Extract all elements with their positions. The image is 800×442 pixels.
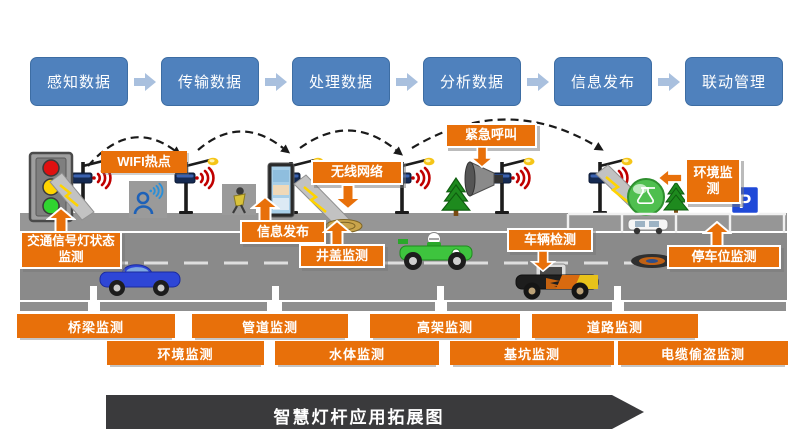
- flow-arrow-icon: [652, 71, 685, 93]
- wireless-link-arcs: [87, 118, 597, 167]
- bar-environment-monitor: 环境监测: [107, 341, 264, 365]
- traffic-signal-monitor-label: 交通信号灯状态监测: [20, 231, 122, 269]
- road-segment-ticks: [90, 286, 621, 303]
- pointer-down-icon: [529, 250, 557, 272]
- traffic-light-icon: [28, 151, 74, 223]
- bar-pipeline-monitor: 管道监测: [192, 314, 348, 338]
- flow-step-publish: 信息发布: [554, 57, 652, 106]
- flow-arrow-icon: [521, 71, 554, 93]
- pointer-up-icon: [702, 221, 732, 247]
- flow-arrow-icon: [259, 71, 292, 93]
- flow-arrow-icon: [128, 71, 161, 93]
- cable-ramp-icon: [49, 172, 95, 221]
- wifi-user-icon: [129, 181, 167, 218]
- footer-arrow: [106, 395, 644, 429]
- pointer-up-icon: [322, 220, 352, 246]
- vehicle-detect-label: 车辆检测: [507, 228, 593, 252]
- pointer-down-icon: [468, 146, 496, 168]
- manhole-monitor-label: 井盖监测: [299, 244, 385, 268]
- link-arc: [197, 130, 284, 151]
- flow-step-linkage: 联动管理: [685, 57, 783, 106]
- svg-text:P: P: [739, 192, 752, 213]
- curb-segment: [20, 302, 88, 311]
- curb-segment: [100, 302, 267, 311]
- wifi-signal-icon: [409, 166, 431, 190]
- curb-segment: [624, 302, 786, 311]
- hotrod-car-icon: [515, 263, 599, 300]
- blue-car-icon: [99, 264, 181, 296]
- diagram-title: 智慧灯杆应用拓展图: [273, 408, 445, 427]
- bar-bridge-monitor: 桥梁监测: [17, 314, 175, 338]
- flow-step-analyze: 分析数据: [423, 57, 521, 106]
- pointer-down-icon: [333, 184, 363, 210]
- wireless-network-label: 无线网络: [311, 160, 403, 185]
- curb-segment: [447, 302, 612, 311]
- road-manhole-icon: [631, 254, 673, 268]
- sidewalk: [20, 213, 787, 231]
- bar-pit-monitor: 基坑监测: [450, 341, 614, 365]
- pedestrian-icon: [222, 184, 256, 215]
- environment-sensor-icon: [627, 178, 665, 216]
- link-arc-arrowheads: [171, 142, 604, 156]
- loudspeaker-icon: [464, 161, 503, 197]
- emergency-call-label: 紧急呼叫: [445, 123, 537, 148]
- flow-step-process: 处理数据: [292, 57, 390, 106]
- parking-spaces: [566, 212, 786, 233]
- wifi-signal-icon: [509, 166, 531, 190]
- curb-segment: [282, 302, 435, 311]
- green-car-icon: [398, 232, 473, 270]
- parked-car-icon: [627, 218, 669, 235]
- process-flow: 感知数据 传输数据 处理数据 分析数据 信息发布 联动管理: [30, 57, 783, 106]
- parking-monitor-label: 停车位监测: [667, 245, 781, 269]
- link-arc: [411, 118, 597, 149]
- environment-monitor-label: 环境监测: [685, 158, 741, 204]
- wifi-signal-icon: [193, 166, 215, 190]
- link-arc: [299, 129, 397, 151]
- flow-step-perceive: 感知数据: [30, 57, 128, 106]
- info-screen-icon: [267, 162, 295, 218]
- bar-cable-theft-monitor: 电缆偷盗监测: [618, 341, 788, 365]
- bar-water-monitor: 水体监测: [275, 341, 439, 365]
- pointer-left-icon: [656, 168, 683, 188]
- flow-step-transmit: 传输数据: [161, 57, 259, 106]
- flow-arrow-icon: [390, 71, 423, 93]
- pointer-up-icon: [250, 196, 280, 222]
- bar-road-monitor: 道路监测: [532, 314, 698, 338]
- bar-elevated-monitor: 高架监测: [370, 314, 520, 338]
- pointer-up-icon: [46, 207, 76, 233]
- wifi-hotspot-label: WIFI热点: [101, 151, 187, 173]
- info-publish-label: 信息发布: [240, 220, 326, 244]
